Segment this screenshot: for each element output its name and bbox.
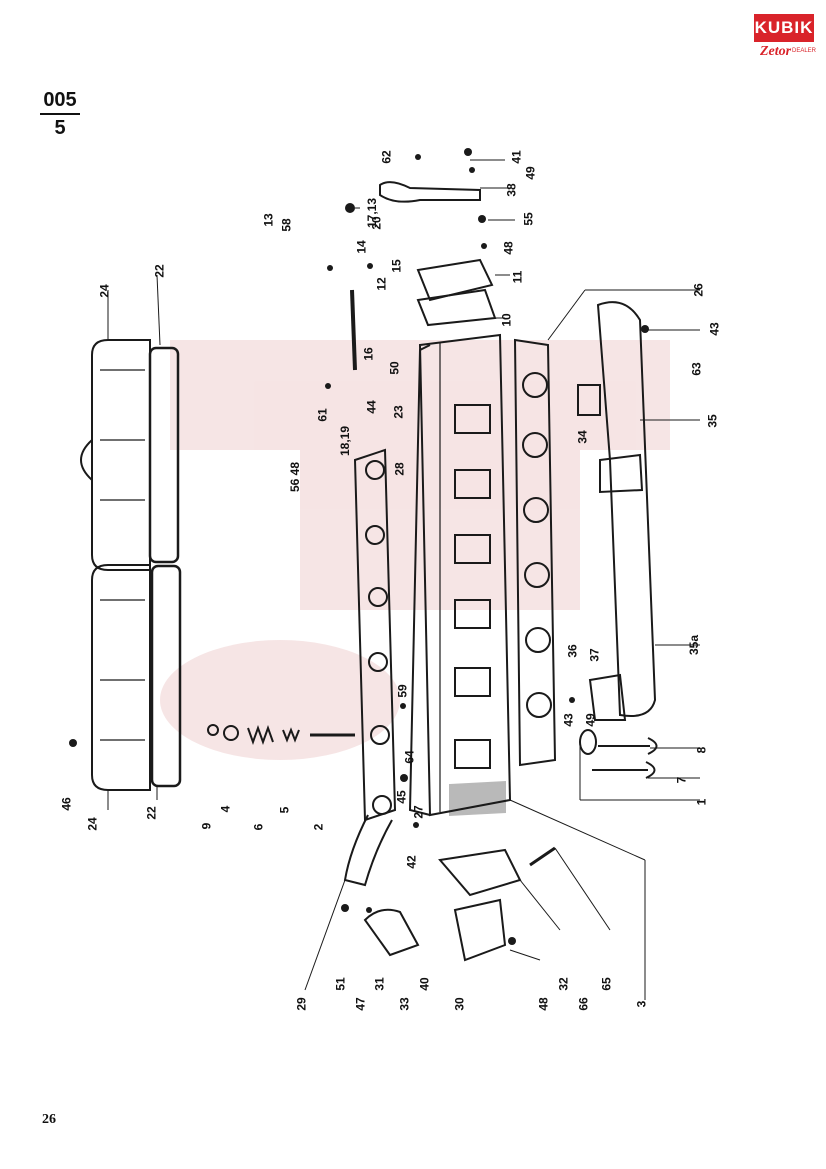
- figure-code-number: 005: [43, 89, 77, 111]
- callout-24-lower: 24: [85, 817, 100, 831]
- callout-48-lower: 48: [536, 997, 551, 1011]
- callout-7: 7: [674, 776, 689, 784]
- callout-6: 6: [251, 823, 266, 831]
- callout-40: 40: [417, 977, 432, 991]
- callout-49: 49: [523, 166, 538, 180]
- valve-spring-outer: [247, 725, 274, 745]
- valve-spring-inner: [282, 727, 300, 743]
- spring-retainer: [223, 725, 239, 741]
- callout-9: 9: [199, 822, 214, 830]
- push-rod: [350, 289, 357, 371]
- lifting-bracket: [379, 181, 481, 203]
- callout-13: 13: [261, 213, 276, 227]
- callout-51: 51: [333, 977, 348, 991]
- callout-26: 26: [691, 283, 706, 297]
- callout-42: 42: [404, 855, 419, 869]
- callout-61: 61: [315, 408, 330, 422]
- cover-gasket-upper: [148, 346, 180, 564]
- callout-14: 14: [354, 240, 369, 254]
- valve-seat-ring: [579, 729, 597, 755]
- callout-2: 2: [311, 823, 326, 831]
- cylinder-head: [408, 333, 512, 817]
- thermostat-housing: [453, 898, 507, 962]
- callout-33: 33: [397, 997, 412, 1011]
- callout-1: 1: [694, 798, 709, 806]
- valve-cover-upper: [80, 339, 151, 571]
- brand-logo-top: KUBIK: [754, 14, 814, 42]
- callout-41: 41: [509, 150, 524, 164]
- callout-12: 12: [374, 277, 389, 291]
- callout-43-lower: 43: [561, 713, 576, 727]
- callout-50: 50: [387, 361, 402, 375]
- callout-20: 20: [369, 216, 384, 230]
- figure-code-divider: [40, 113, 80, 115]
- callout-46: 46: [59, 797, 74, 811]
- head-gasket: [513, 338, 557, 767]
- callout-64: 64: [402, 750, 417, 764]
- cover-gasket-32: [438, 848, 522, 897]
- brand-logo: KUBIK Zetor DEALER: [754, 14, 817, 66]
- callout-43: 43: [707, 322, 722, 336]
- callout-47: 47: [353, 997, 368, 1011]
- valve-cover-lower: [91, 564, 151, 791]
- figure-sheet-number: 5: [54, 117, 66, 139]
- callout-37: 37: [587, 648, 602, 662]
- fastener-markers: [69, 148, 649, 945]
- callout-56-48: 56 48: [288, 461, 303, 493]
- page-number: 26: [42, 1112, 56, 1127]
- valve-exhaust: [592, 761, 656, 779]
- callout-36: 36: [565, 644, 580, 658]
- callout-27: 27: [411, 805, 426, 819]
- callout-66: 66: [576, 997, 591, 1011]
- side-cover-gasket: [416, 288, 497, 327]
- callout-11: 11: [510, 270, 525, 284]
- callout-59: 59: [395, 684, 410, 698]
- callout-58: 58: [279, 218, 294, 232]
- callout-15: 15: [389, 259, 404, 273]
- callout-16: 16: [361, 347, 376, 361]
- valve-intake: [598, 737, 658, 755]
- brand-logo-bottom: Zetor: [760, 44, 792, 59]
- intake-manifold: [577, 301, 657, 721]
- callout-38: 38: [504, 183, 519, 197]
- callout-8: 8: [694, 746, 709, 754]
- callout-63: 63: [689, 362, 704, 376]
- callout-22: 22: [152, 264, 167, 278]
- callout-5: 5: [277, 806, 292, 814]
- callout-55: 55: [521, 212, 536, 226]
- callout-65: 65: [599, 977, 614, 991]
- figure-code: 005 5: [40, 88, 80, 140]
- callout-23: 23: [391, 405, 406, 419]
- leader-lines: [107, 159, 700, 1000]
- tube-65: [529, 846, 556, 867]
- callout-35: 35: [705, 414, 720, 428]
- callout-49-lower: 49: [583, 713, 598, 727]
- callout-44: 44: [364, 400, 379, 414]
- callout-3: 3: [634, 1000, 649, 1008]
- callout-22-lower: 22: [144, 806, 159, 820]
- callout-4: 4: [218, 805, 233, 813]
- brand-logo-dealer: DEALER: [792, 48, 817, 54]
- exhaust-manifold: [343, 448, 397, 887]
- callout-29: 29: [294, 997, 309, 1011]
- cover-gasket-lower: [150, 564, 182, 788]
- callout-62: 62: [379, 150, 394, 164]
- callout-32: 32: [556, 977, 571, 991]
- callout-30: 30: [452, 997, 467, 1011]
- side-cover-plate: [416, 258, 494, 302]
- callout-31: 31: [372, 977, 387, 991]
- valve-cotter: [207, 724, 219, 736]
- callout-35a: 35a: [687, 634, 702, 656]
- callout-24: 24: [97, 284, 112, 298]
- callout-48: 48: [501, 241, 516, 255]
- callout-18-19: 18,19: [338, 425, 353, 457]
- callout-10: 10: [499, 313, 514, 327]
- callout-45: 45: [394, 790, 409, 804]
- callout-28: 28: [392, 462, 407, 476]
- callout-34: 34: [575, 430, 590, 444]
- outlet-elbow: [363, 908, 420, 957]
